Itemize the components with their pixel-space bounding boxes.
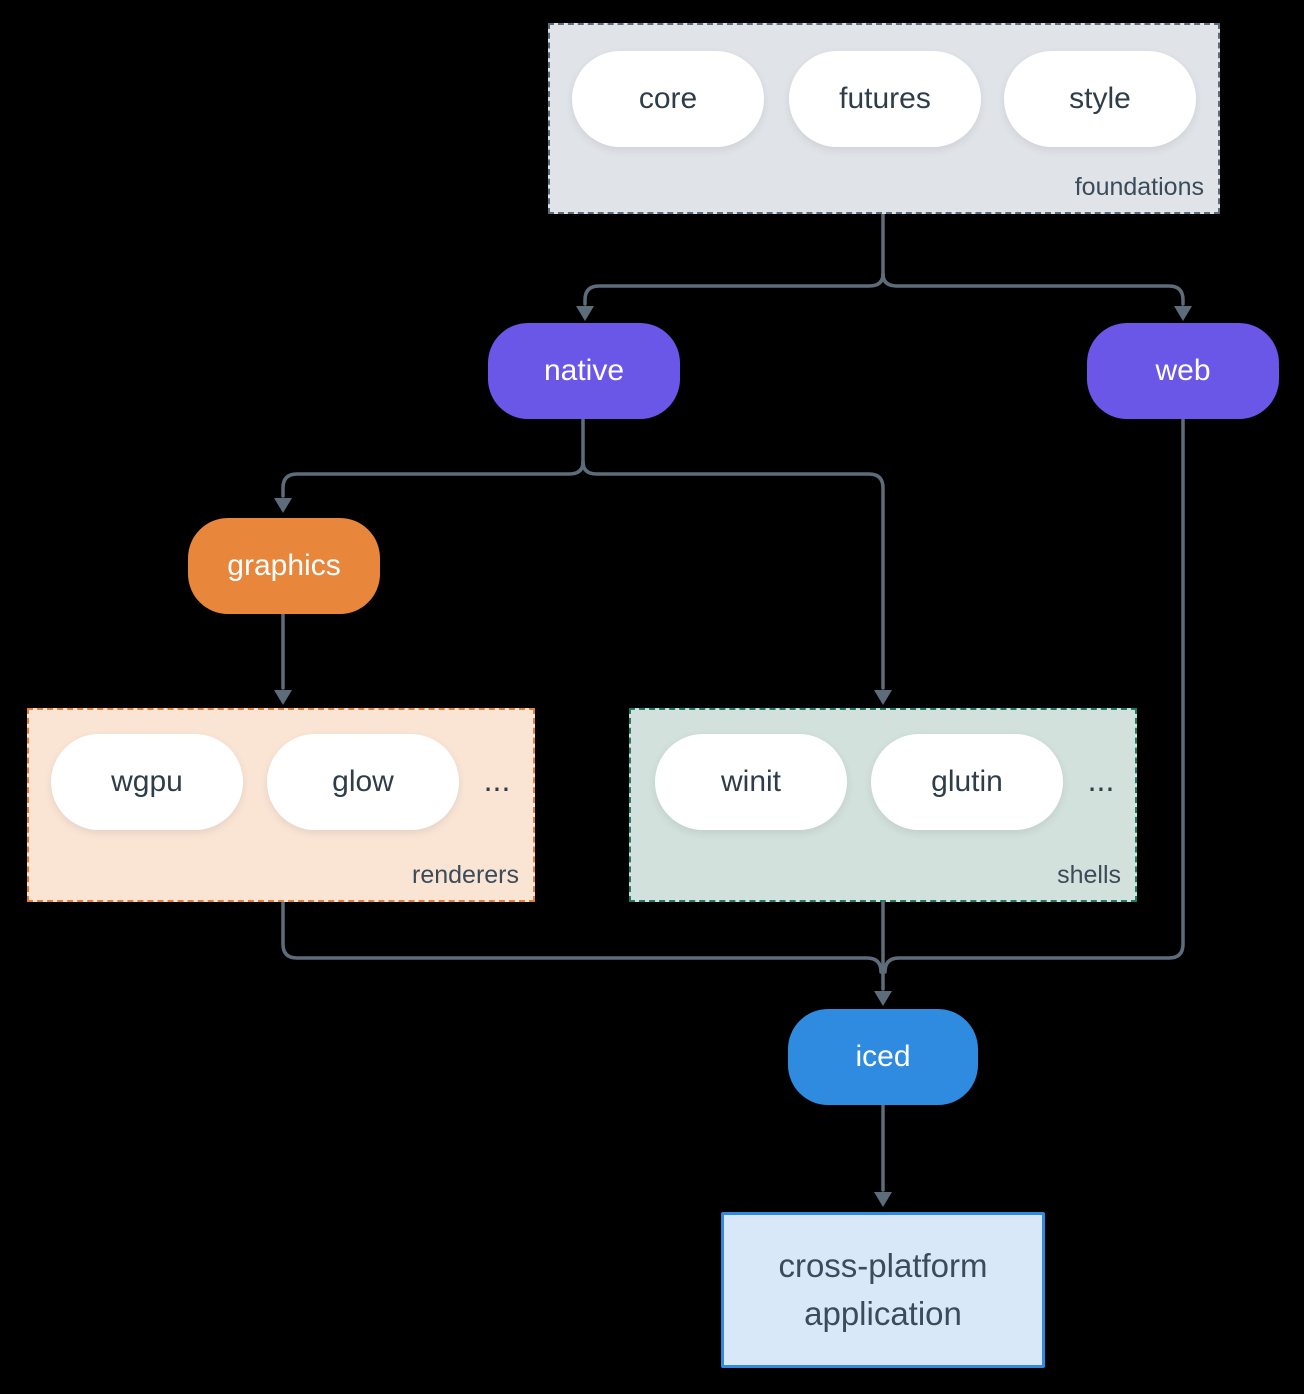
node-native: native [488,323,680,419]
arrowhead-to-iced [874,991,892,1006]
connector-native-split [274,417,892,705]
node-application: cross-platform application [721,1212,1045,1368]
node-iced-label: iced [855,1040,911,1073]
node-core-label: core [638,82,698,115]
connector-foundations-split [576,212,1192,321]
foundations-group: core futures style foundations [548,23,1220,214]
node-native-label: native [543,354,625,387]
renderers-group: wgpu glow ... renderers [27,708,535,902]
node-web: web [1087,323,1279,419]
arrowhead-to-graphics [274,498,292,513]
arrowhead-to-shells [874,690,892,705]
shells-ellipsis: ... [1087,762,1115,798]
node-winit: winit [655,734,847,830]
node-glutin-label: glutin [931,765,1003,798]
node-style-label: style [1069,82,1131,115]
node-graphics: graphics [188,518,380,614]
shells-group-label: shells [1057,861,1121,889]
node-glow: glow [267,734,459,830]
node-iced: iced [788,1009,978,1105]
node-winit-label: winit [720,765,781,798]
connector-merge-iced [281,417,1185,1006]
shells-group: winit glutin ... shells [629,708,1137,902]
node-futures: futures [789,51,981,147]
node-graphics-label: graphics [227,549,341,582]
connector-iced-application [874,1103,892,1207]
arrowhead-to-native [576,306,594,321]
node-futures-label: futures [839,82,931,115]
node-glutin: glutin [871,734,1063,830]
node-web-label: web [1155,354,1211,387]
node-wgpu: wgpu [51,734,243,830]
foundations-group-label: foundations [1074,173,1204,201]
arrowhead-to-application [874,1192,892,1207]
arrowhead-to-renderers [274,690,292,705]
connector-graphics-renderers [274,612,292,705]
renderers-group-label: renderers [412,861,519,889]
node-application-label: cross-platform application [778,1247,988,1332]
node-wgpu-label: wgpu [111,765,183,798]
arrowhead-to-web [1174,306,1192,321]
node-core: core [572,51,764,147]
renderers-ellipsis: ... [483,762,511,798]
node-style: style [1004,51,1196,147]
node-glow-label: glow [332,765,394,798]
